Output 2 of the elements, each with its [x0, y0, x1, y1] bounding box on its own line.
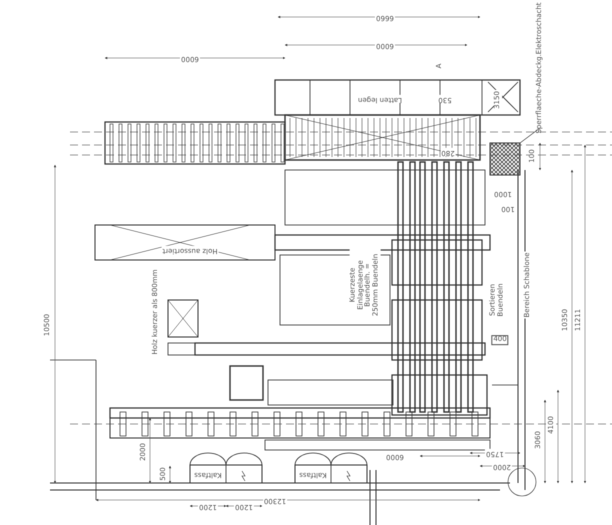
leader-line: [520, 128, 540, 144]
hatched-area: [490, 142, 520, 176]
